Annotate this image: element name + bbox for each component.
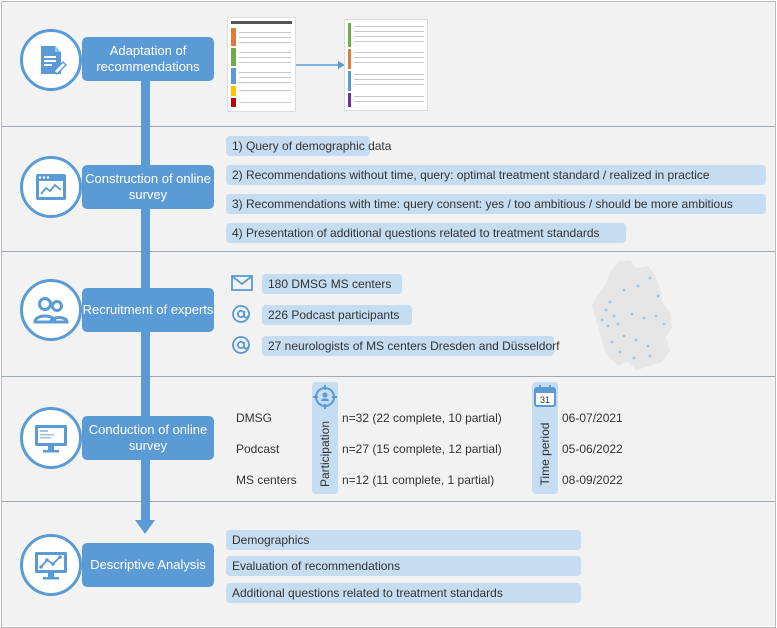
analysis-item: Evaluation of recommendations [226, 556, 581, 576]
recruitment-item: 27 neurologists of MS centers Dresden an… [262, 336, 560, 356]
conduction-group: MS centers [236, 473, 297, 487]
analytics-monitor-icon [20, 534, 82, 596]
participant-target-icon [313, 385, 337, 409]
recruitment-item: 180 DMSG MS centers [262, 274, 402, 294]
step-recruitment-label: Recruitment of experts [82, 288, 214, 332]
participation-label: Participation [318, 420, 332, 488]
conduction-participation-count: n=12 (11 complete, 1 partial) [342, 473, 495, 487]
construction-item: 1) Query of demographic data [226, 136, 391, 156]
calendar-day: 31 [540, 395, 550, 405]
step-adaptation-label: Adaptation of recommendations [82, 37, 214, 81]
conduction-group: DMSG [236, 411, 272, 425]
recommendations-table-thumbnail [227, 17, 296, 112]
mail-icon [231, 275, 253, 291]
conduction-participation-count: n=27 (15 complete, 12 partial) [342, 442, 502, 456]
analysis-item: Additional questions related to treatmen… [226, 583, 581, 603]
conduction-time-period: 06-07/2021 [562, 411, 623, 425]
conduction-group: Podcast [236, 442, 280, 456]
conduction-participation-count: n=32 (22 complete, 10 partial) [342, 411, 502, 425]
construction-item: 2) Recommendations without time, query: … [226, 165, 766, 185]
monitor-icon [20, 407, 82, 469]
process-arrow-head [135, 520, 155, 534]
at-icon [232, 336, 250, 354]
browser-chart-icon [20, 156, 82, 218]
document-edit-icon [20, 29, 82, 91]
people-icon [20, 279, 82, 341]
conduction-time-period: 08-09/2022 [562, 473, 623, 487]
analysis-item: Demographics [226, 530, 581, 550]
time-period-label: Time period [538, 422, 552, 486]
adapted-recommendations-thumbnail [344, 19, 428, 111]
recruitment-item: 226 Podcast participants [262, 305, 412, 325]
at-icon [232, 305, 250, 323]
step-analysis-label: Descriptive Analysis [82, 543, 214, 587]
thumbnail-arrow [296, 61, 345, 69]
conduction-time-period: 05-06/2022 [562, 442, 623, 456]
germany-map [592, 260, 672, 370]
construction-item: 3) Recommendations with time: query cons… [226, 194, 766, 214]
construction-item: 4) Presentation of additional questions … [226, 223, 626, 243]
step-construction-label: Construction of online survey [82, 165, 214, 209]
step-conduction-label: Conduction of online survey [82, 416, 214, 460]
calendar-icon: 31 [534, 385, 556, 407]
